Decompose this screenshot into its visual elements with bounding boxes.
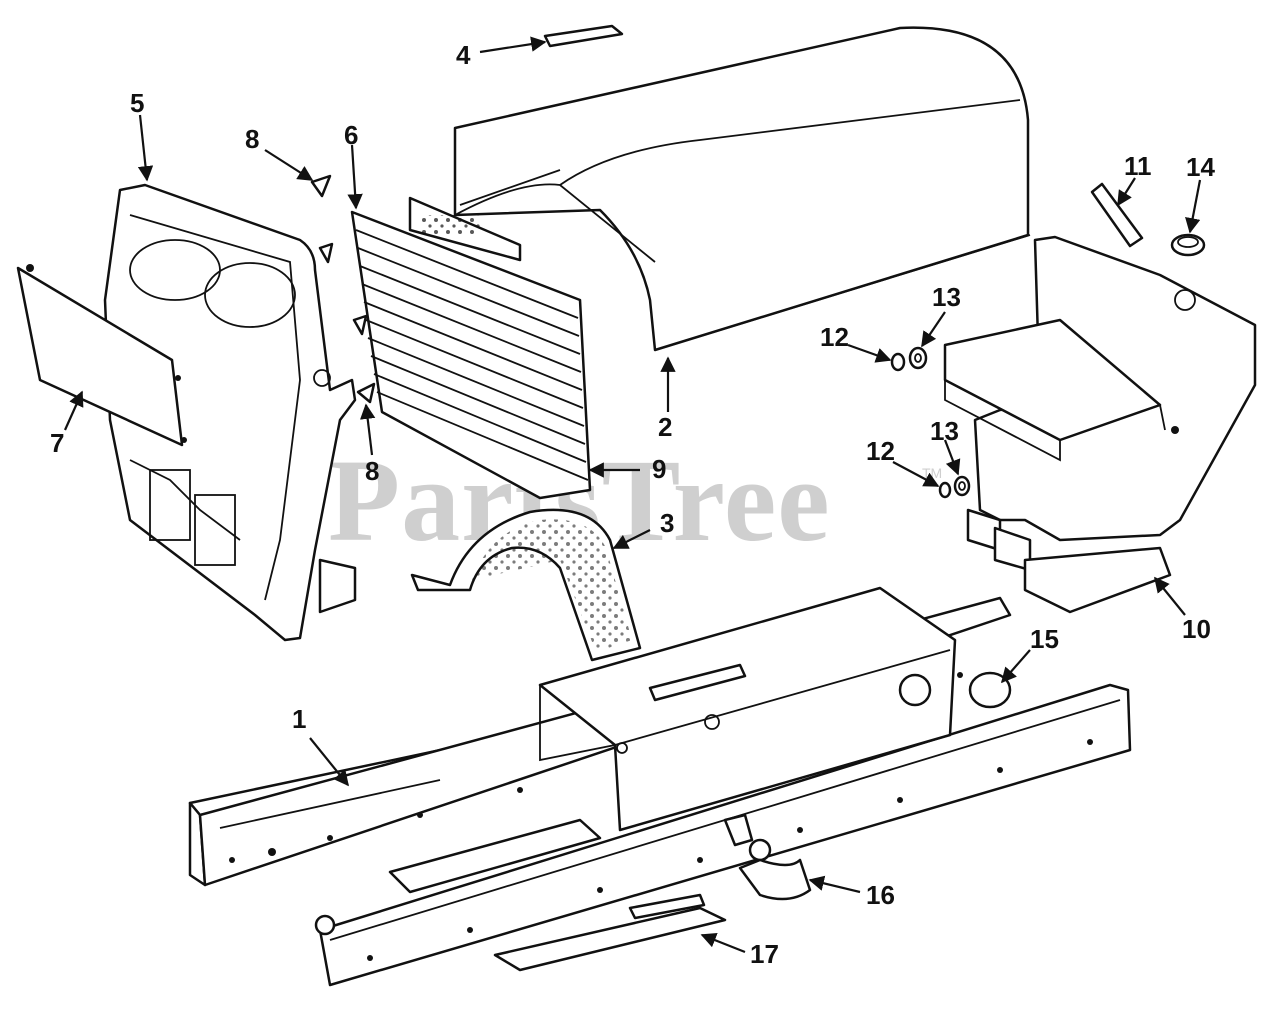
part-grommet	[968, 671, 1012, 709]
callout-3: 3	[660, 508, 674, 538]
part-clip-mid2	[352, 314, 368, 336]
callout-16: 16	[866, 880, 895, 910]
leader-lines	[63, 36, 1202, 954]
callout-10: 10	[1182, 614, 1211, 644]
callout-13b: 13	[930, 416, 959, 446]
callout-8b: 8	[365, 456, 379, 486]
part-bracket	[723, 813, 812, 901]
callout-12b: 12	[866, 436, 895, 466]
callout-5: 5	[130, 88, 144, 118]
part-nut-lower	[953, 475, 971, 497]
part-hood	[453, 26, 1031, 352]
callout-17: 17	[750, 939, 779, 969]
part-grille-frame	[103, 183, 357, 642]
callout-2: 2	[658, 412, 672, 442]
part-hood-emblem	[543, 24, 624, 48]
callout-1: 1	[292, 704, 306, 734]
callout-6: 6	[344, 120, 358, 150]
part-bolt-upper	[890, 352, 906, 372]
part-decal	[408, 196, 522, 262]
part-clip-lower	[356, 382, 376, 404]
callout-9: 9	[652, 454, 666, 484]
callout-15: 15	[1030, 624, 1059, 654]
callout-7: 7	[50, 428, 64, 458]
part-frame-channel	[538, 586, 957, 832]
part-nut-upper	[908, 346, 928, 370]
part-strip	[1090, 182, 1144, 248]
callout-4: 4	[456, 40, 471, 70]
part-plate	[628, 893, 706, 920]
part-grille-panel	[16, 264, 187, 447]
part-grille-screen	[350, 210, 592, 500]
part-clip-upper	[310, 174, 332, 198]
callout-14: 14	[1186, 152, 1215, 182]
part-clip-mid	[318, 242, 334, 264]
part-heat-shield	[410, 508, 642, 662]
part-bolt-lower	[938, 481, 952, 499]
callout-13a: 13	[932, 282, 961, 312]
part-fuel-cap	[1170, 233, 1206, 257]
callout-12a: 12	[820, 322, 849, 352]
part-dash-support	[943, 235, 1257, 614]
callout-11: 11	[1124, 151, 1152, 181]
callout-8a: 8	[245, 124, 259, 154]
